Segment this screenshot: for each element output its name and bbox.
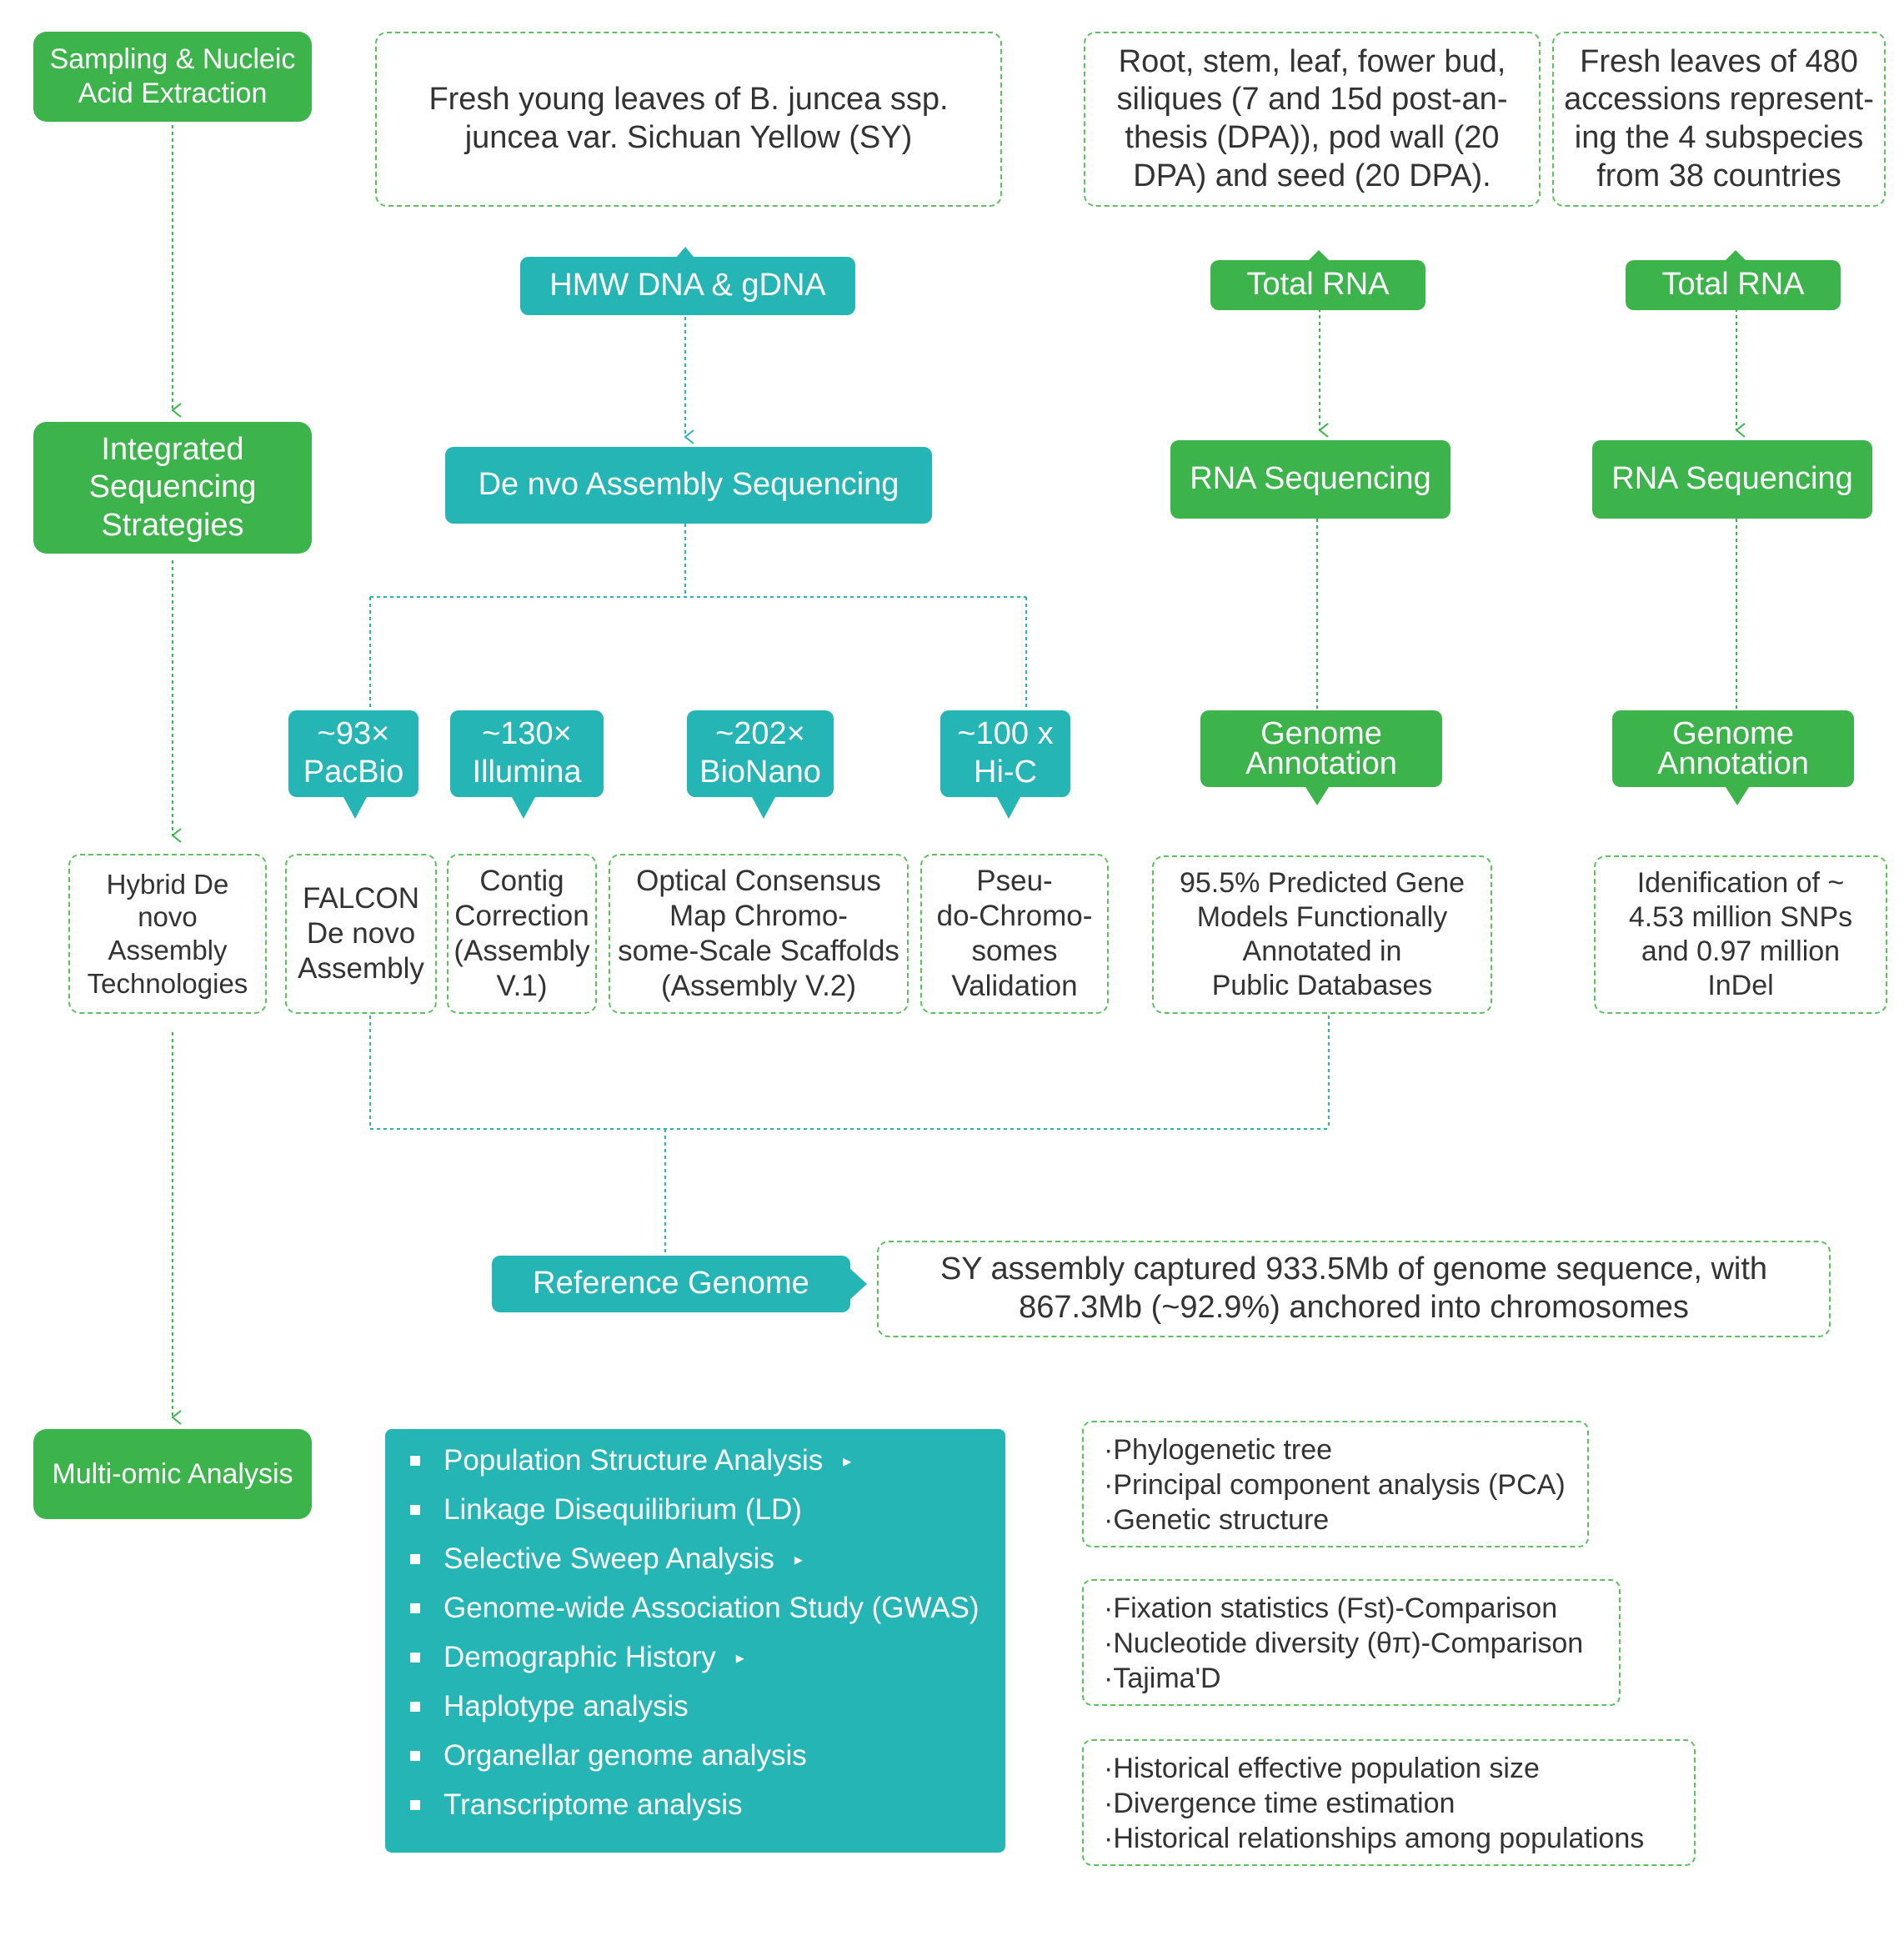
denovo-sequencing-step: De nvo Assembly Sequencing [445, 447, 932, 524]
bullet-square-icon [410, 1456, 420, 1466]
analysis-item-organellar: Organellar genome analysis [410, 1739, 807, 1773]
analysis-item-population-structure: Population Structure Analysis ▸ [410, 1444, 851, 1477]
hic-platform: ~100 x Hi-C [940, 710, 1070, 797]
accessions-sample: Fresh leaves of 480 accessions represent… [1552, 32, 1886, 207]
dna-extraction-label: HMW DNA & gDNA [520, 257, 855, 315]
demographic-details: ·Historical effective population size ·D… [1082, 1739, 1696, 1866]
rna-sequencing-step-2: RNA Sequencing [1592, 440, 1872, 519]
bullet-square-icon [410, 1751, 420, 1761]
falcon-assembly-box: FALCON De novo Assembly [285, 854, 437, 1014]
rna-extraction-label-2: Total RNA [1626, 260, 1841, 310]
snps-box: Idenification of ~ 4.53 million SNPs and… [1594, 855, 1887, 1014]
reference-genome-label: Reference Genome [492, 1256, 850, 1312]
analysis-item-haplotype: Haplotype analysis [410, 1690, 689, 1723]
integrated-sequencing-step: Integrated Sequencing Strategies [33, 422, 312, 554]
bullet-square-icon [410, 1653, 420, 1663]
sy-leaves-sample: Fresh young leaves of B. juncea ssp. jun… [375, 32, 1002, 207]
multiomic-step: Multi-omic Analysis [33, 1429, 312, 1519]
bullet-square-icon [410, 1505, 420, 1515]
pacbio-platform: ~93× PacBio [288, 710, 418, 797]
analysis-item-ld: Linkage Disequilibrium (LD) [410, 1493, 802, 1527]
optical-map-box: Optical Consensus Map Chromo- some-Scale… [609, 854, 909, 1014]
analysis-item-selective-sweep: Selective Sweep Analysis ▸ [410, 1542, 803, 1576]
bionano-platform: ~202× BioNano [687, 710, 834, 797]
bullet-square-icon [410, 1603, 420, 1613]
analysis-list: Population Structure Analysis ▸ Linkage … [385, 1429, 1005, 1853]
bullet-square-icon [410, 1702, 420, 1712]
genome-annotation-2: Genome Annotation [1612, 710, 1854, 787]
analysis-item-demographic: Demographic History ▸ [410, 1641, 744, 1674]
pseudo-chromosomes-box: Pseu- do-Chromo- somes Validation [920, 854, 1109, 1014]
gene-models-box: 95.5% Predicted Gene Models Functionally… [1152, 855, 1492, 1014]
genome-annotation-1: Genome Annotation [1200, 710, 1442, 787]
analysis-item-gwas: Genome-wide Association Study (GWAS) [410, 1592, 980, 1625]
hybrid-assembly-box: Hybrid De novo Assembly Technologies [68, 854, 267, 1014]
analysis-item-transcriptome: Transcriptome analysis [410, 1788, 743, 1822]
expand-arrow-icon: ▸ [843, 1452, 852, 1471]
rna-extraction-label-1: Total RNA [1210, 260, 1425, 310]
expand-arrow-icon: ▸ [735, 1648, 744, 1668]
population-structure-details: ·Phylogenetic tree ·Principal component … [1082, 1421, 1589, 1547]
contig-correction-box: Contig Correction (Assembly V.1) [447, 854, 597, 1014]
bullet-square-icon [410, 1800, 420, 1810]
rna-sequencing-step-1: RNA Sequencing [1170, 440, 1451, 519]
illumina-platform: ~130× Illumina [450, 710, 604, 797]
bullet-square-icon [410, 1554, 420, 1564]
sampling-step: Sampling & Nucleic Acid Extraction [33, 32, 312, 122]
selective-sweep-details: ·Fixation statistics (Fst)-Comparison ·N… [1082, 1579, 1621, 1706]
reference-summary-box: SY assembly captured 933.5Mb of genome s… [877, 1241, 1831, 1337]
expand-arrow-icon: ▸ [794, 1550, 803, 1569]
tissues-sample: Root, stem, leaf, fower bud, siliques (7… [1084, 32, 1541, 207]
